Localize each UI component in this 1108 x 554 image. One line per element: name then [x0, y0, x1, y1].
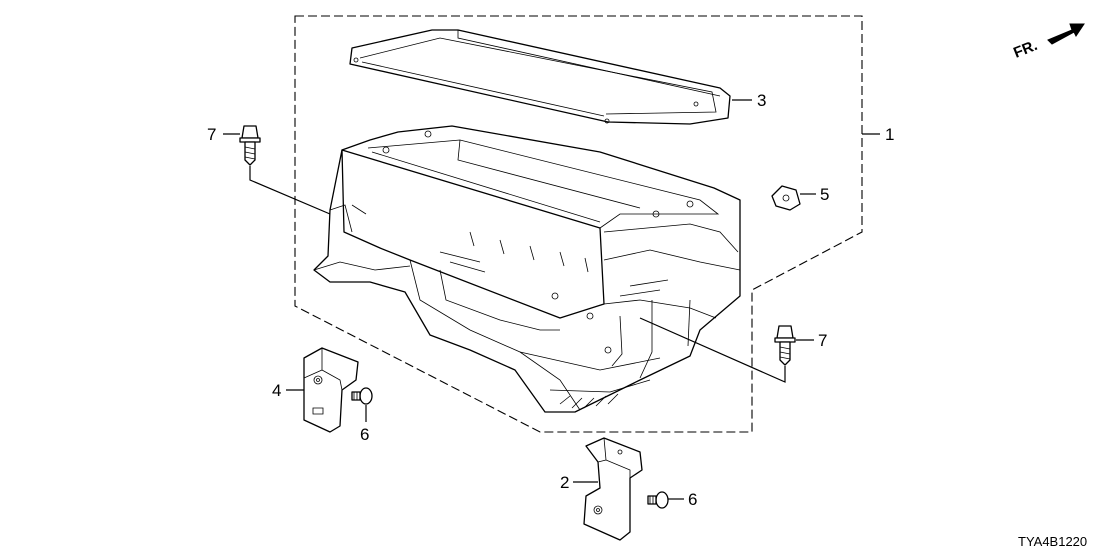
top-cover-part-3	[349, 29, 731, 125]
callout-3: 3	[757, 91, 766, 110]
callout-5: 5	[820, 185, 829, 204]
screw-part-6-right	[647, 491, 669, 509]
front-direction-label: FR.	[1011, 37, 1040, 62]
arrow-right-icon	[1047, 23, 1085, 45]
bolt-part-7-lower	[774, 325, 796, 366]
callout-7-upper: 7	[207, 125, 216, 144]
bracket-part-2	[583, 437, 643, 541]
callout-2: 2	[560, 473, 569, 492]
screw-part-6-left	[351, 387, 373, 405]
assembly-boundary	[294, 15, 863, 433]
bracket-part-4	[303, 347, 359, 433]
clip-nut-part-5	[771, 185, 801, 211]
callout-6-left: 6	[360, 425, 369, 444]
bolt-part-7-upper	[239, 125, 261, 166]
leader-lines	[223, 99, 880, 500]
callout-7-lower: 7	[818, 331, 827, 350]
callout-4: 4	[272, 381, 281, 400]
front-direction-indicator: FR.	[1011, 23, 1085, 62]
housing-part-1	[313, 125, 741, 413]
drawing-code: TYA4B1220	[1018, 534, 1087, 549]
callout-6-right: 6	[688, 490, 697, 509]
callout-1: 1	[885, 125, 894, 144]
